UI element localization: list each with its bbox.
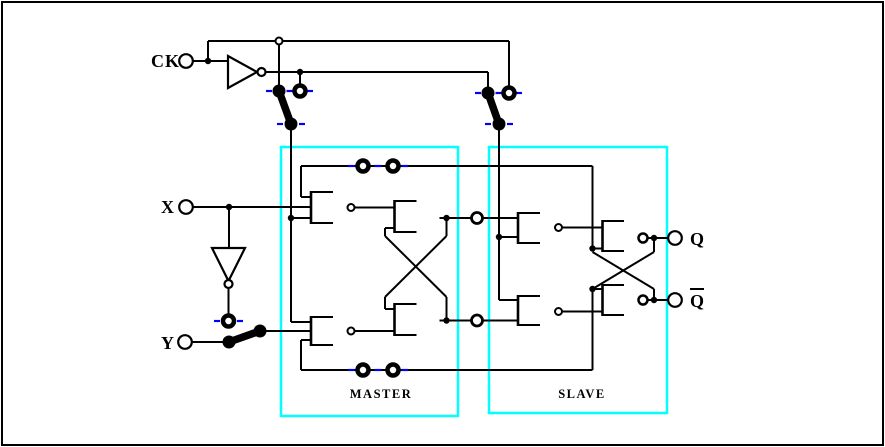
- master-region-box: [279, 145, 460, 418]
- x-inverter-body: [210, 246, 247, 284]
- master-out-node-1: [470, 211, 484, 225]
- master-switch-closed-contact: [272, 84, 286, 98]
- wire: [384, 235, 448, 298]
- junction-dot: [443, 317, 450, 324]
- q-terminal[interactable]: [667, 230, 683, 246]
- junction-dot: [495, 233, 503, 241]
- master-out-node-2: [470, 313, 484, 328]
- qbar-terminal[interactable]: [667, 292, 683, 308]
- y-terminal[interactable]: [177, 334, 193, 350]
- slave-switch-closed-contact: [481, 86, 495, 100]
- junction-dot: [287, 214, 295, 222]
- master-bottom-contact-2: [385, 362, 401, 378]
- junction-dot: [225, 203, 233, 211]
- y-switch-open-contact: [220, 313, 237, 329]
- junction-dot: [204, 57, 212, 65]
- y-label: Y: [161, 333, 174, 353]
- ck-label: CK: [151, 51, 180, 71]
- junction-dot: [650, 234, 658, 242]
- slave-label: SLAVE: [558, 387, 606, 401]
- junction-dot: [443, 214, 450, 222]
- ck-inverter-body: [226, 54, 260, 90]
- y-switch-closed-contact: [222, 335, 236, 349]
- x-terminal[interactable]: [178, 199, 194, 215]
- master-lower-bubble: [346, 326, 356, 336]
- junction-dot: [589, 285, 596, 293]
- qbar-overbar-text: Q: [690, 288, 705, 310]
- master-top-contact-2: [385, 158, 401, 174]
- master-upper-bubble: [346, 203, 356, 212]
- ck-inverter-bubble: [256, 66, 267, 78]
- master-bottom-contact-1: [355, 362, 371, 378]
- q-output-bubble: [637, 232, 649, 244]
- qbar-output-bubble: [637, 294, 649, 306]
- q-label: Q: [690, 229, 705, 249]
- ck-terminal[interactable]: [178, 53, 194, 69]
- master-label: MASTER: [349, 387, 413, 401]
- x-label: X: [161, 197, 174, 217]
- y-switch-common: [253, 324, 267, 338]
- master-top-contact-1: [355, 158, 371, 174]
- slave-switch-open-contact: [501, 85, 517, 101]
- junction-dot: [650, 296, 658, 304]
- wire: [591, 251, 655, 290]
- master-switch-common: [284, 117, 298, 131]
- junction-dot: [589, 245, 596, 252]
- slave-region-box: [487, 145, 669, 415]
- qbar-label: Q: [690, 288, 705, 310]
- slave-lower-bubble: [554, 307, 563, 316]
- master-switch-open-contact: [292, 83, 308, 99]
- slave-upper-bubble: [554, 223, 563, 232]
- junction-dot: [296, 68, 304, 76]
- x-inverter-bubble: [223, 278, 234, 290]
- slave-switch-common: [492, 117, 506, 131]
- ck-feed-node: [274, 36, 284, 46]
